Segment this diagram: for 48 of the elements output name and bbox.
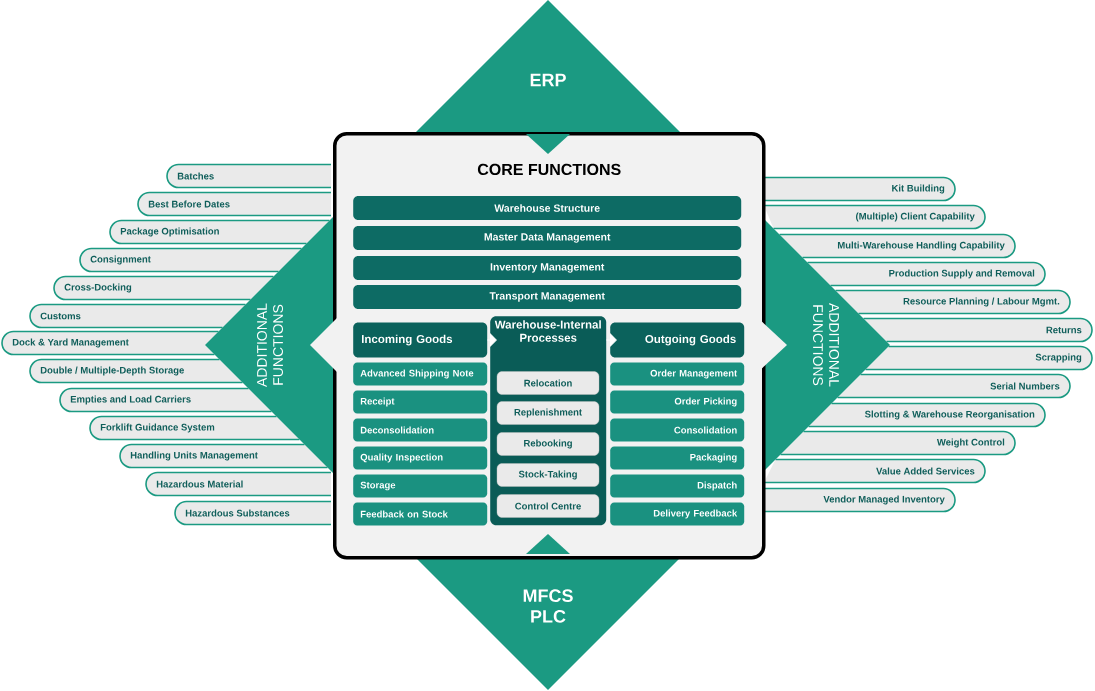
process-box: Packaging bbox=[610, 446, 745, 470]
function-pill: Value Added Services bbox=[763, 458, 986, 484]
function-pill: Best Before Dates bbox=[137, 191, 332, 217]
process-button: Relocation bbox=[496, 371, 600, 395]
function-pill: Double / Multiple-Depth Storage bbox=[29, 358, 244, 384]
column-header: Outgoing Goods bbox=[610, 322, 745, 358]
process-box: Quality Inspection bbox=[353, 446, 488, 470]
function-pill: Multi-Warehouse Handling Capability bbox=[778, 233, 1016, 259]
process-box: Storage bbox=[353, 474, 488, 498]
process-box: Feedback on Stock bbox=[353, 502, 488, 526]
function-pill: Vendor Managed Inventory bbox=[763, 487, 956, 513]
process-box: Order Picking bbox=[610, 390, 745, 414]
function-pill: Dock & Yard Management bbox=[1, 330, 220, 356]
function-bar: Warehouse Structure bbox=[353, 196, 742, 220]
process-box: Delivery Feedback bbox=[610, 502, 745, 526]
function-pill: Forklift Guidance System bbox=[89, 415, 301, 441]
function-bar: Inventory Management bbox=[353, 256, 742, 280]
column-header: Incoming Goods bbox=[353, 322, 488, 358]
function-bar: Master Data Management bbox=[353, 226, 742, 250]
process-button: Rebooking bbox=[496, 432, 600, 456]
function-pill: Slotting & Warehouse Reorganisation bbox=[807, 402, 1046, 428]
function-pill: Batches bbox=[166, 163, 332, 189]
process-box: Receipt bbox=[353, 390, 488, 414]
function-pill: (Multiple) Client Capability bbox=[763, 204, 986, 230]
function-pill: Package Optimisation bbox=[109, 219, 331, 245]
function-pill: Hazardous Substances bbox=[174, 500, 332, 526]
process-button: Replenishment bbox=[496, 401, 600, 425]
process-box: Deconsolidation bbox=[353, 418, 488, 442]
function-pill: Scrapping bbox=[864, 345, 1093, 371]
process-box: Consolidation bbox=[610, 418, 745, 442]
function-pill: Weight Control bbox=[779, 430, 1016, 456]
process-button: Stock-Taking bbox=[496, 463, 600, 487]
function-bar: Transport Management bbox=[353, 285, 742, 309]
chevron-arrow bbox=[605, 333, 617, 347]
function-pill: Production Supply and Removal bbox=[806, 261, 1046, 287]
function-pill: Empties and Load Carriers bbox=[59, 387, 273, 413]
function-pill: Handling Units Management bbox=[119, 443, 329, 469]
function-pill: Kit Building bbox=[763, 176, 956, 202]
chevron-arrow bbox=[486, 333, 497, 347]
function-pill: Hazardous Material bbox=[145, 471, 332, 497]
process-box: Advanced Shipping Note bbox=[353, 362, 488, 386]
function-pill: Customs bbox=[29, 303, 247, 329]
process-box: Order Management bbox=[610, 362, 745, 386]
process-button: Control Centre bbox=[496, 494, 600, 518]
process-box: Dispatch bbox=[610, 474, 745, 498]
function-pill: Cross-Docking bbox=[53, 275, 275, 301]
function-pill: Consignment bbox=[79, 247, 303, 273]
function-pill: Returns bbox=[862, 317, 1093, 343]
